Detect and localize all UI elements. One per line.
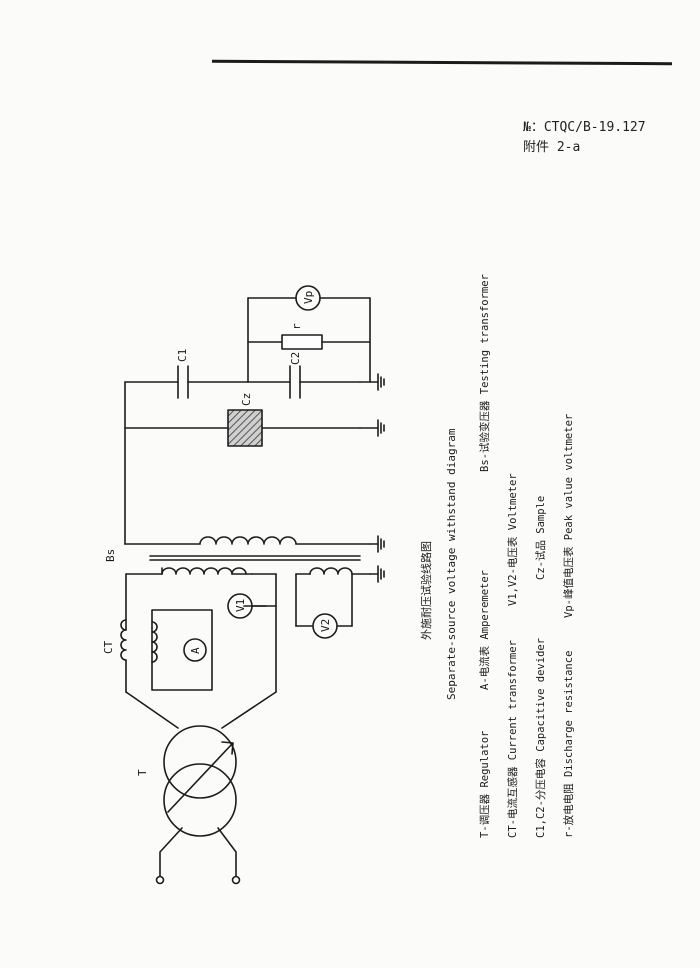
- capacitor-c2: [247, 365, 361, 399]
- label-r: r: [290, 323, 303, 330]
- testing-transformer-bs: [124, 536, 371, 575]
- label-v2: V2: [319, 619, 332, 632]
- label-c2: C2: [289, 352, 302, 365]
- current-transformer-ct: [120, 573, 213, 693]
- discharge-resistor-r: [247, 297, 371, 383]
- legend-peak-voltmeter: Vp-峰值电压表 Peak value voltmeter: [562, 414, 575, 618]
- legend-voltmeter: V1,V2-电压表 Voltmeter: [506, 473, 519, 606]
- attachment-label: 附件 2-a: [523, 140, 581, 155]
- component-labels: T CT A V1 V2 Bs C1 C2 Cz r Vp: [102, 291, 332, 776]
- regulator-t-symbol: [163, 725, 237, 837]
- diagram-title: 外施耐压试验线路图 Separate-source voltage withst…: [419, 428, 458, 700]
- document-number: №：CTQC/B-19.127: [523, 120, 646, 135]
- ground-symbols: [359, 373, 385, 583]
- legend-sample: Cz-试品 Sample: [535, 496, 547, 580]
- label-t: T: [136, 769, 149, 776]
- label-bs: Bs: [104, 549, 117, 562]
- title-en: Separate-source voltage withstand diagra…: [445, 428, 458, 700]
- legend-amperemeter: A-电流表 Amperemeter: [478, 570, 491, 690]
- supply-terminals: [155, 827, 241, 885]
- label-a: A: [189, 647, 202, 654]
- legend: T-调压器 Regulator CT-电流互感器 Current transfo…: [478, 274, 575, 838]
- label-v1: V1: [234, 599, 247, 612]
- peak-voltmeter-vp: [247, 285, 371, 311]
- capacitor-c1: [124, 365, 249, 399]
- title-cn: 外施耐压试验线路图: [419, 541, 433, 640]
- label-ct: CT: [102, 640, 115, 654]
- legend-discharge-resistance: r-放电电阻 Discharge resistance: [562, 651, 575, 838]
- legend-capacitive-divider: C1,C2-分压电容 Capacitive devider: [534, 638, 547, 838]
- label-cz: Cz: [240, 393, 253, 406]
- legend-current-transformer: CT-电流互感器 Current transformer: [506, 640, 519, 838]
- label-vp: Vp: [302, 291, 315, 304]
- legend-testing-transformer: Bs-试验变压器 Testing transformer: [478, 274, 491, 472]
- document-header: №：CTQC/B-19.127 附件 2-a: [523, 118, 646, 158]
- voltmeter-v2: [295, 573, 371, 639]
- label-c1: C1: [176, 349, 189, 362]
- voltmeter-v1: [227, 573, 277, 693]
- legend-regulator: T-调压器 Regulator: [479, 731, 491, 838]
- ammeter-a: [183, 638, 207, 662]
- sample-cz: [124, 409, 361, 447]
